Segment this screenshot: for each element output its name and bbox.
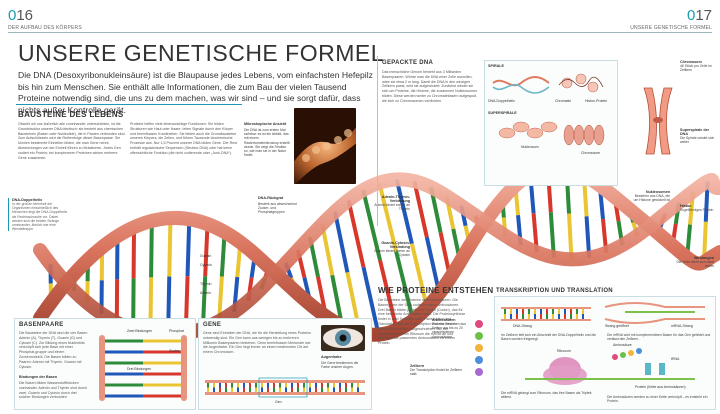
base-pair-rung — [348, 200, 363, 267]
gene-strip-rungs — [208, 383, 358, 392]
trna-label: tRNA — [671, 357, 679, 361]
packing-panel: SPIRALE DNA-Doppelhelix Chromatin Histon… — [484, 60, 618, 186]
mrna-label: mRNA-Strang — [671, 324, 693, 328]
gepackte-heading: GEPACKTE DNA — [382, 60, 433, 66]
zellkern-caption: Zellkern Die Transkription findet im Zel… — [410, 364, 466, 376]
dna-strang-label: DNA-Strang — [513, 324, 532, 328]
basenpaare-heading: BASENPAARE — [19, 322, 64, 328]
superspirale-caption-title: Superspirale der DNA — [680, 128, 716, 136]
gene-text: Gene sind Einheiten der DNA, die für die… — [203, 331, 313, 355]
eye-image — [321, 325, 365, 351]
zwei-bindungen-label: Zwei Bindungen — [127, 329, 152, 333]
transkription-panel: DNA-Strang Strang geöffnet mRNA-Strang I… — [494, 296, 716, 410]
aminosaeure-label: Aminosäure — [613, 343, 632, 347]
adenin-thymin-sub: Adenin bindet immer an Thymin — [368, 203, 410, 211]
dna-doppelhelix-label: DNA-Doppelhelix — [488, 99, 515, 103]
superspirale-caption-desc: Die Spirale windet sich weiter — [680, 136, 716, 144]
step3-text: Die mRNA gelangt zum Ribosom, das ihre B… — [501, 391, 601, 399]
histon-caption: Histon Kugelförmiges Protein — [680, 204, 716, 212]
label-thymin: Thymin — [200, 282, 211, 286]
label-guanin: Guanin — [200, 254, 211, 258]
packing-diagram — [485, 61, 617, 185]
label-windungen: Windungen Die Helix dreht sich nach rech… — [672, 256, 714, 268]
bindungen-text: Die Basen bilden Wasserstoffbrücken zuei… — [19, 381, 89, 400]
histon-protein-label: Histon-Protein — [585, 99, 615, 103]
gene-panel: GENE Gene sind Einheiten der DNA, die fü… — [198, 318, 372, 410]
chromosome-illustration — [640, 86, 676, 156]
aminosaeure-chain — [470, 318, 488, 398]
gen-label: Gen — [275, 400, 282, 404]
packed-divider — [377, 56, 378, 226]
guanin-cytosin-title: Guanin-Cytosin-Verbindung — [368, 241, 410, 249]
windungen-sub: Die Helix dreht sich nach rechts — [672, 260, 714, 268]
chromosom-label: Chromosom — [581, 151, 600, 155]
superspirale-caption: Superspirale der DNA Die Spirale windet … — [680, 128, 716, 144]
step2-text: Die mRNA wird mit komplementären Basen f… — [607, 333, 711, 341]
base-pair-rung — [397, 179, 412, 243]
transkription-heading: TRANSKRIPTION UND TRANSLATION — [496, 288, 613, 294]
aminosaeure-caption-text: Proteine bestehen aus Ketten von bis zu … — [432, 322, 468, 339]
chromatin-label: Chromatin — [555, 99, 571, 103]
ribosom-label: Ribosom — [557, 349, 571, 353]
chromosom-caption: Chromosom 46 Stück pro Zelle im Zellkern — [680, 60, 716, 72]
zucker-label: Zucker — [169, 349, 180, 353]
base-pair-rung — [151, 221, 152, 277]
nukleosomen-caption: Nukleosomen Bestehen aus DNA, die um His… — [630, 190, 670, 202]
bindungen-heading: Bindungen der Basen — [19, 375, 57, 379]
step4-text: Die Aminosäuren werden zu einer Kette ve… — [607, 395, 711, 403]
histon-caption-desc: Kugelförmiges Protein — [680, 208, 716, 212]
label-adenin: Adenin — [200, 291, 211, 295]
basenpaare-panel: BASENPAARE Die Bausteine der DNA sind di… — [14, 318, 196, 410]
gene-heading: GENE — [203, 322, 221, 328]
step1-text: Im Zellkern teilt sich ein Abschnitt der… — [501, 333, 601, 341]
spirale-label: SPIRALE — [488, 64, 504, 68]
strang-offen-label: Strang geöffnet — [605, 324, 629, 328]
base-pair-rung — [205, 224, 207, 276]
phosphat-label: Phosphat — [169, 329, 184, 333]
aminosaeure-caption: Aminosäuren Proteine bestehen aus Ketten… — [432, 318, 468, 339]
gepackte-text: Das menschliche Genom besteht aus 3 Mill… — [382, 70, 478, 104]
zellkern-text: Die Transkription findet im Zellkern sta… — [410, 368, 466, 376]
augenfarbe-text: Die Gene bestimmen die Farbe unserer Aug… — [321, 361, 367, 369]
label-adenin-thymin: Adenin-Thymin-Verbindung Adenin bindet i… — [368, 195, 410, 211]
gene-strip — [205, 377, 365, 399]
drei-bindungen-label: Drei Bindungen — [127, 367, 151, 371]
base-pair-rung — [335, 212, 347, 273]
chromosom-caption-desc: 46 Stück pro Zelle im Zellkern — [680, 64, 716, 72]
dna-strand-rungs — [505, 309, 583, 319]
superspirale-label: SUPERSPIRALE — [488, 111, 517, 115]
proteine-heading: WIE PROTEINE ENTSTEHEN — [378, 286, 494, 295]
label-guanin-cytosin: Guanin-Cytosin-Verbindung Guanin bindet … — [368, 241, 410, 257]
basenpaare-text: Die Bausteine der DNA sind die vier Base… — [19, 331, 89, 369]
base-pair-rung — [169, 218, 170, 277]
label-cytosin: Cytosin — [200, 263, 212, 267]
nukleosom-label: Nukleosom — [521, 145, 539, 149]
adenin-thymin-title: Adenin-Thymin-Verbindung — [368, 195, 410, 203]
guanin-cytosin-sub: Guanin bindet immer an Cytosin — [368, 249, 410, 257]
nukleosomen-caption-desc: Bestehen aus DNA, die um Histone gewicke… — [630, 194, 670, 202]
base-pair-rung — [188, 219, 190, 276]
protein-label: Protein (Kette aus Aminosäuren) — [635, 385, 686, 389]
augenfarbe-title: Augenfarbe — [321, 355, 342, 359]
